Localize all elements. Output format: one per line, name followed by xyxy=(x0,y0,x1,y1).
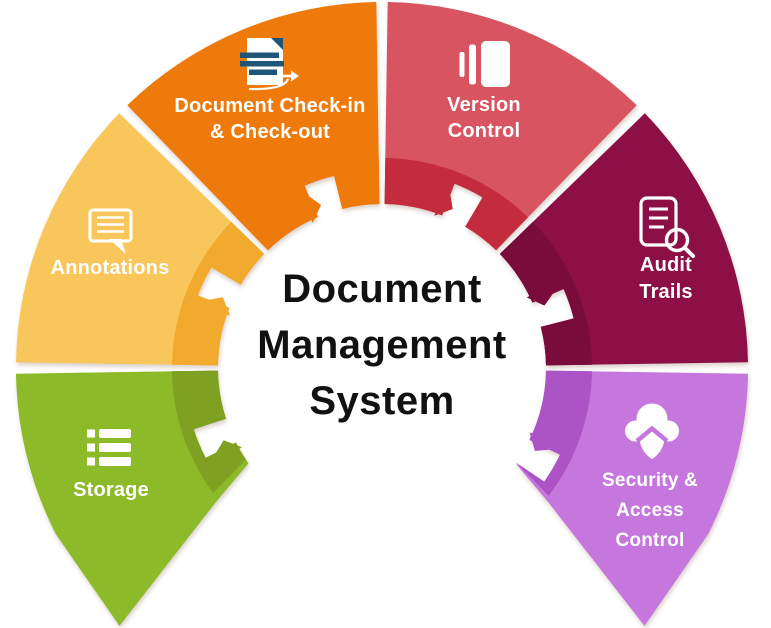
segment-label-storage: Storage xyxy=(41,477,181,503)
segment-label-security: Security & Access Control xyxy=(572,466,728,556)
segment-annotations-band xyxy=(172,221,265,366)
label-line: Control xyxy=(447,120,521,142)
segment-label-version: Version Control xyxy=(404,92,564,144)
segment-version-band xyxy=(384,158,529,251)
segment-storage-chev xyxy=(207,440,242,467)
segment-audit xyxy=(499,113,748,366)
segment-audit-main xyxy=(499,113,748,366)
segment-checkin-main xyxy=(127,2,380,251)
document-search-icon xyxy=(639,196,695,258)
label-line: Document Check-in xyxy=(174,95,366,117)
title-line: Management xyxy=(257,323,507,367)
hood-edge xyxy=(635,425,669,443)
segment-audit-chev xyxy=(526,279,563,306)
segment-storage-band xyxy=(172,370,246,493)
server-stack-icon xyxy=(87,429,131,466)
diagram-title: Document Management System xyxy=(197,261,567,429)
segment-annotations xyxy=(16,113,265,366)
label-line: Version xyxy=(447,94,521,116)
label-line: & Check-out xyxy=(210,121,330,143)
label-line: Storage xyxy=(73,479,149,501)
segment-annotations-chev xyxy=(192,297,230,316)
comment-icon xyxy=(88,208,133,254)
label-line: Access xyxy=(616,500,684,521)
segment-security-band xyxy=(516,370,592,496)
segment-version xyxy=(384,2,637,251)
label-line: Control xyxy=(615,530,685,551)
label-line: Audit xyxy=(639,254,693,276)
segment-storage xyxy=(16,370,249,626)
segment-label-checkin: Document Check-in & Check-out xyxy=(160,93,380,145)
versions-icon xyxy=(459,41,510,87)
document-lines xyxy=(240,52,284,75)
title-line: Document xyxy=(282,267,482,311)
segment-label-annotations: Annotations xyxy=(25,255,195,281)
segment-security xyxy=(515,370,748,626)
page-fold xyxy=(271,38,283,50)
segment-security-chev xyxy=(529,432,567,451)
label-line: Security & xyxy=(602,470,698,491)
label-line: Trails xyxy=(639,281,693,303)
segment-checkin xyxy=(127,2,380,251)
title-line: System xyxy=(309,379,455,423)
segment-label-audit: Audit Trails xyxy=(586,252,746,306)
segment-checkin-chev xyxy=(295,186,322,223)
segment-version-chev xyxy=(434,178,453,216)
document-transfer-icon xyxy=(240,38,299,91)
hooded-user-icon xyxy=(625,403,679,459)
label-line: Annotations xyxy=(50,257,170,279)
